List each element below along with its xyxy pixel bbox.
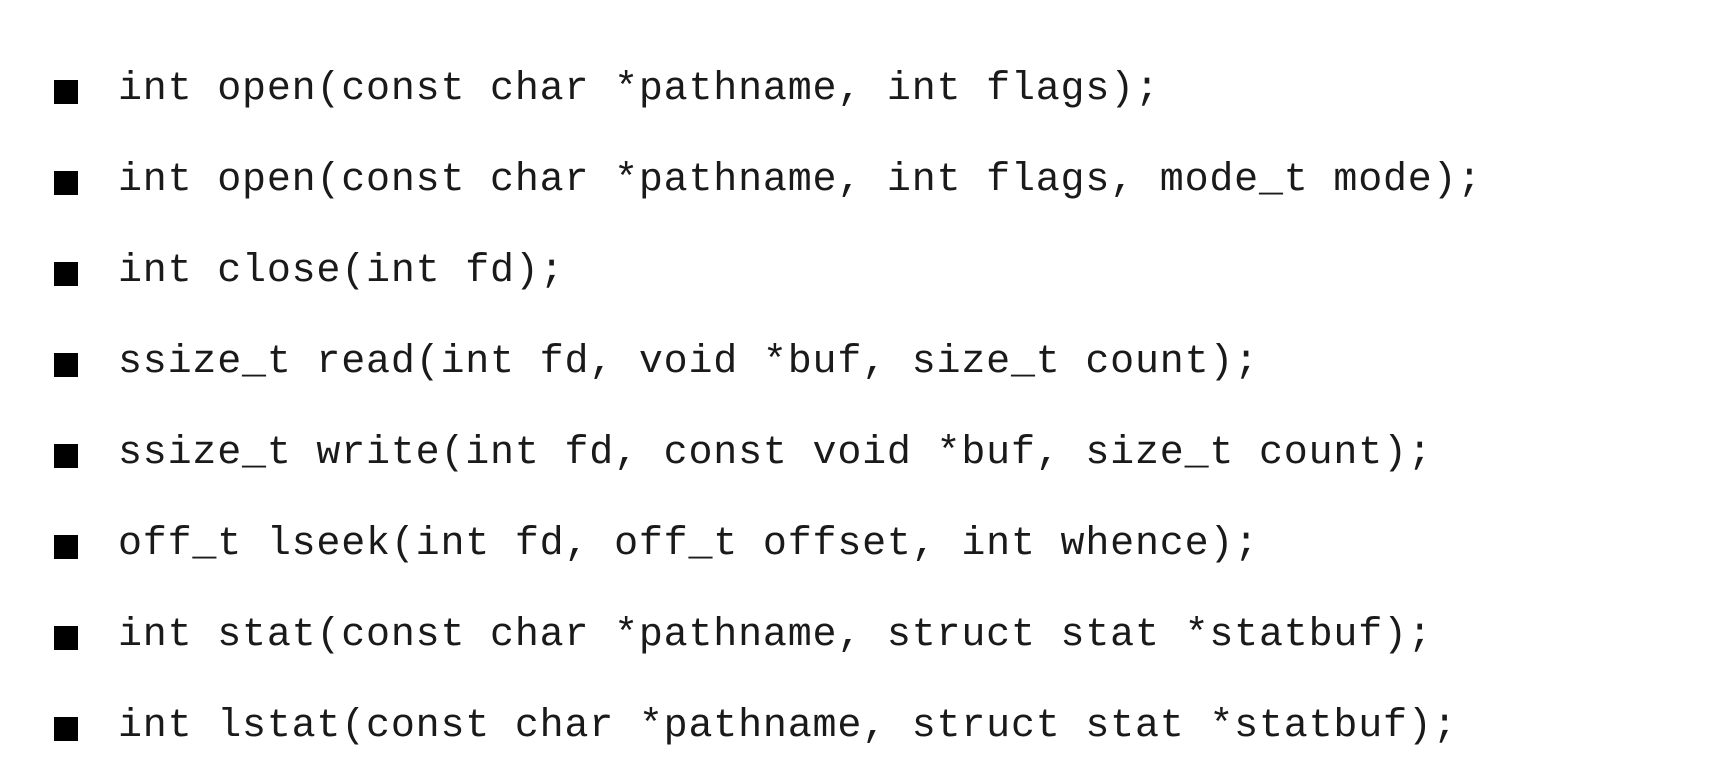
square-bullet-icon — [54, 535, 78, 559]
square-bullet-icon — [54, 353, 78, 377]
signature-close: int close(int fd); — [118, 249, 565, 294]
list-item: ssize_t read(int fd, void *buf, size_t c… — [0, 333, 1718, 393]
signature-lseek: off_t lseek(int fd, off_t offset, int wh… — [118, 522, 1259, 567]
list-item: int stat(const char *pathname, struct st… — [0, 606, 1718, 666]
square-bullet-icon — [54, 262, 78, 286]
list-item: int open(const char *pathname, int flags… — [0, 151, 1718, 211]
list-item: ssize_t write(int fd, const void *buf, s… — [0, 424, 1718, 484]
signature-read: ssize_t read(int fd, void *buf, size_t c… — [118, 340, 1259, 385]
signature-lstat: int lstat(const char *pathname, struct s… — [118, 704, 1458, 749]
square-bullet-icon — [54, 626, 78, 650]
list-item: off_t lseek(int fd, off_t offset, int wh… — [0, 515, 1718, 575]
signature-open-mode: int open(const char *pathname, int flags… — [118, 158, 1483, 203]
square-bullet-icon — [54, 717, 78, 741]
list-item: int close(int fd); — [0, 242, 1718, 302]
signature-open-flags: int open(const char *pathname, int flags… — [118, 67, 1160, 112]
square-bullet-icon — [54, 80, 78, 104]
signature-stat: int stat(const char *pathname, struct st… — [118, 613, 1433, 658]
square-bullet-icon — [54, 444, 78, 468]
list-item: int open(const char *pathname, int flags… — [0, 60, 1718, 120]
signature-write: ssize_t write(int fd, const void *buf, s… — [118, 431, 1433, 476]
list-item: int lstat(const char *pathname, struct s… — [0, 697, 1718, 757]
square-bullet-icon — [54, 171, 78, 195]
